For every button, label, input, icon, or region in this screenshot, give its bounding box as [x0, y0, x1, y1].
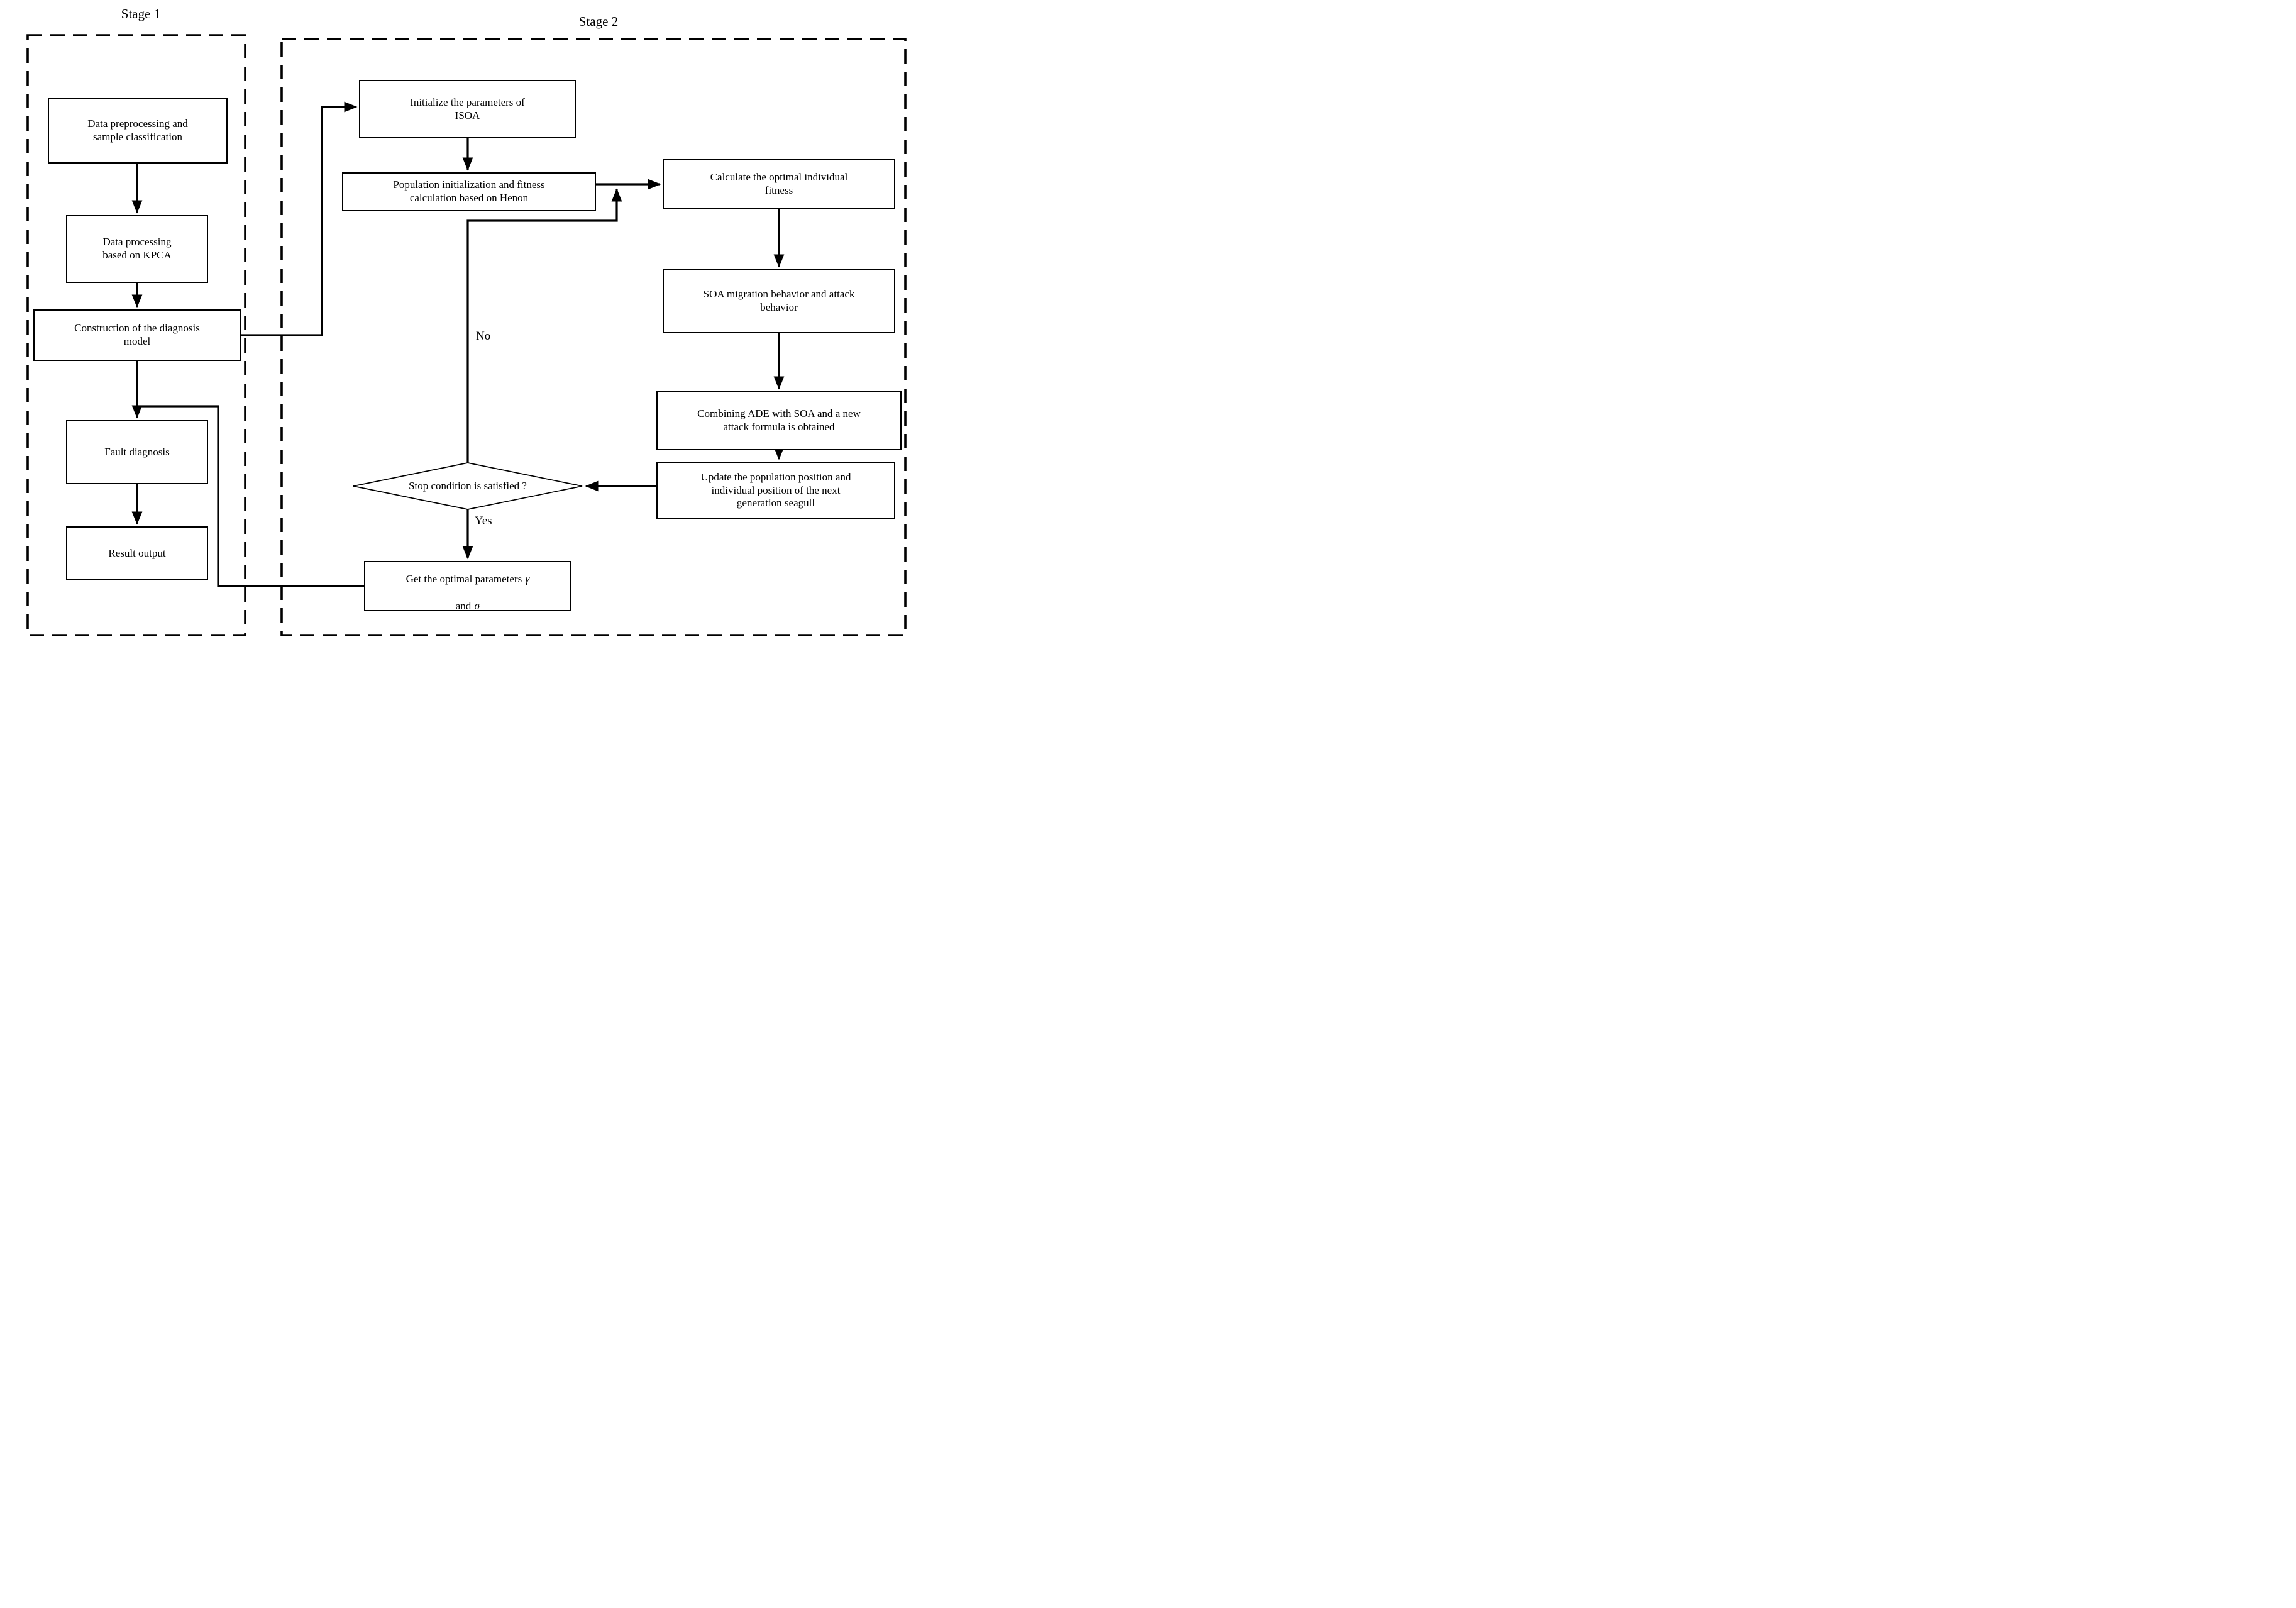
node-result-output: Result output	[66, 526, 208, 580]
no-loop-path	[466, 188, 622, 463]
elbow-construction-to-isoa	[241, 101, 358, 336]
optimal-params-line2: and	[455, 599, 472, 612]
node-data-preprocessing: Data preprocessing and sample classifica…	[48, 98, 228, 164]
node-combine-ade: Combining ADE with SOA and a new attack …	[656, 391, 902, 450]
feedback-optimal-to-fault	[137, 405, 364, 587]
sigma-symbol: σ	[474, 599, 480, 612]
node-fault-diagnosis: Fault diagnosis	[66, 420, 208, 484]
node-init-isoa: Initialize the parameters of ISOA	[359, 80, 576, 138]
node-kpca-processing: Data processing based on KPCA	[66, 215, 208, 283]
gamma-symbol: γ	[525, 572, 530, 585]
node-soa-migration: SOA migration behavior and attack behavi…	[663, 269, 895, 333]
flowchart-canvas: Stage 1 Stage 2 Data preprocessing and s…	[0, 0, 919, 643]
node-henon-init: Population initialization and fitness ca…	[342, 172, 596, 211]
node-construction-model: Construction of the diagnosis model	[33, 309, 241, 361]
yes-edge-label: Yes	[475, 514, 492, 528]
stage1-label: Stage 1	[121, 6, 161, 21]
node-calc-fitness: Calculate the optimal individual fitness	[663, 159, 895, 209]
stage2-border	[280, 38, 907, 636]
stage2-label: Stage 2	[578, 14, 619, 29]
decision-diamond-shape	[353, 462, 583, 510]
optimal-params-line1: Get the optimal parameters	[406, 573, 522, 585]
node-update-position: Update the population position and indiv…	[656, 462, 895, 519]
node-decision: Stop condition is satisfied ?	[409, 480, 527, 492]
no-edge-label: No	[476, 330, 491, 343]
connector-layer	[26, 34, 907, 636]
